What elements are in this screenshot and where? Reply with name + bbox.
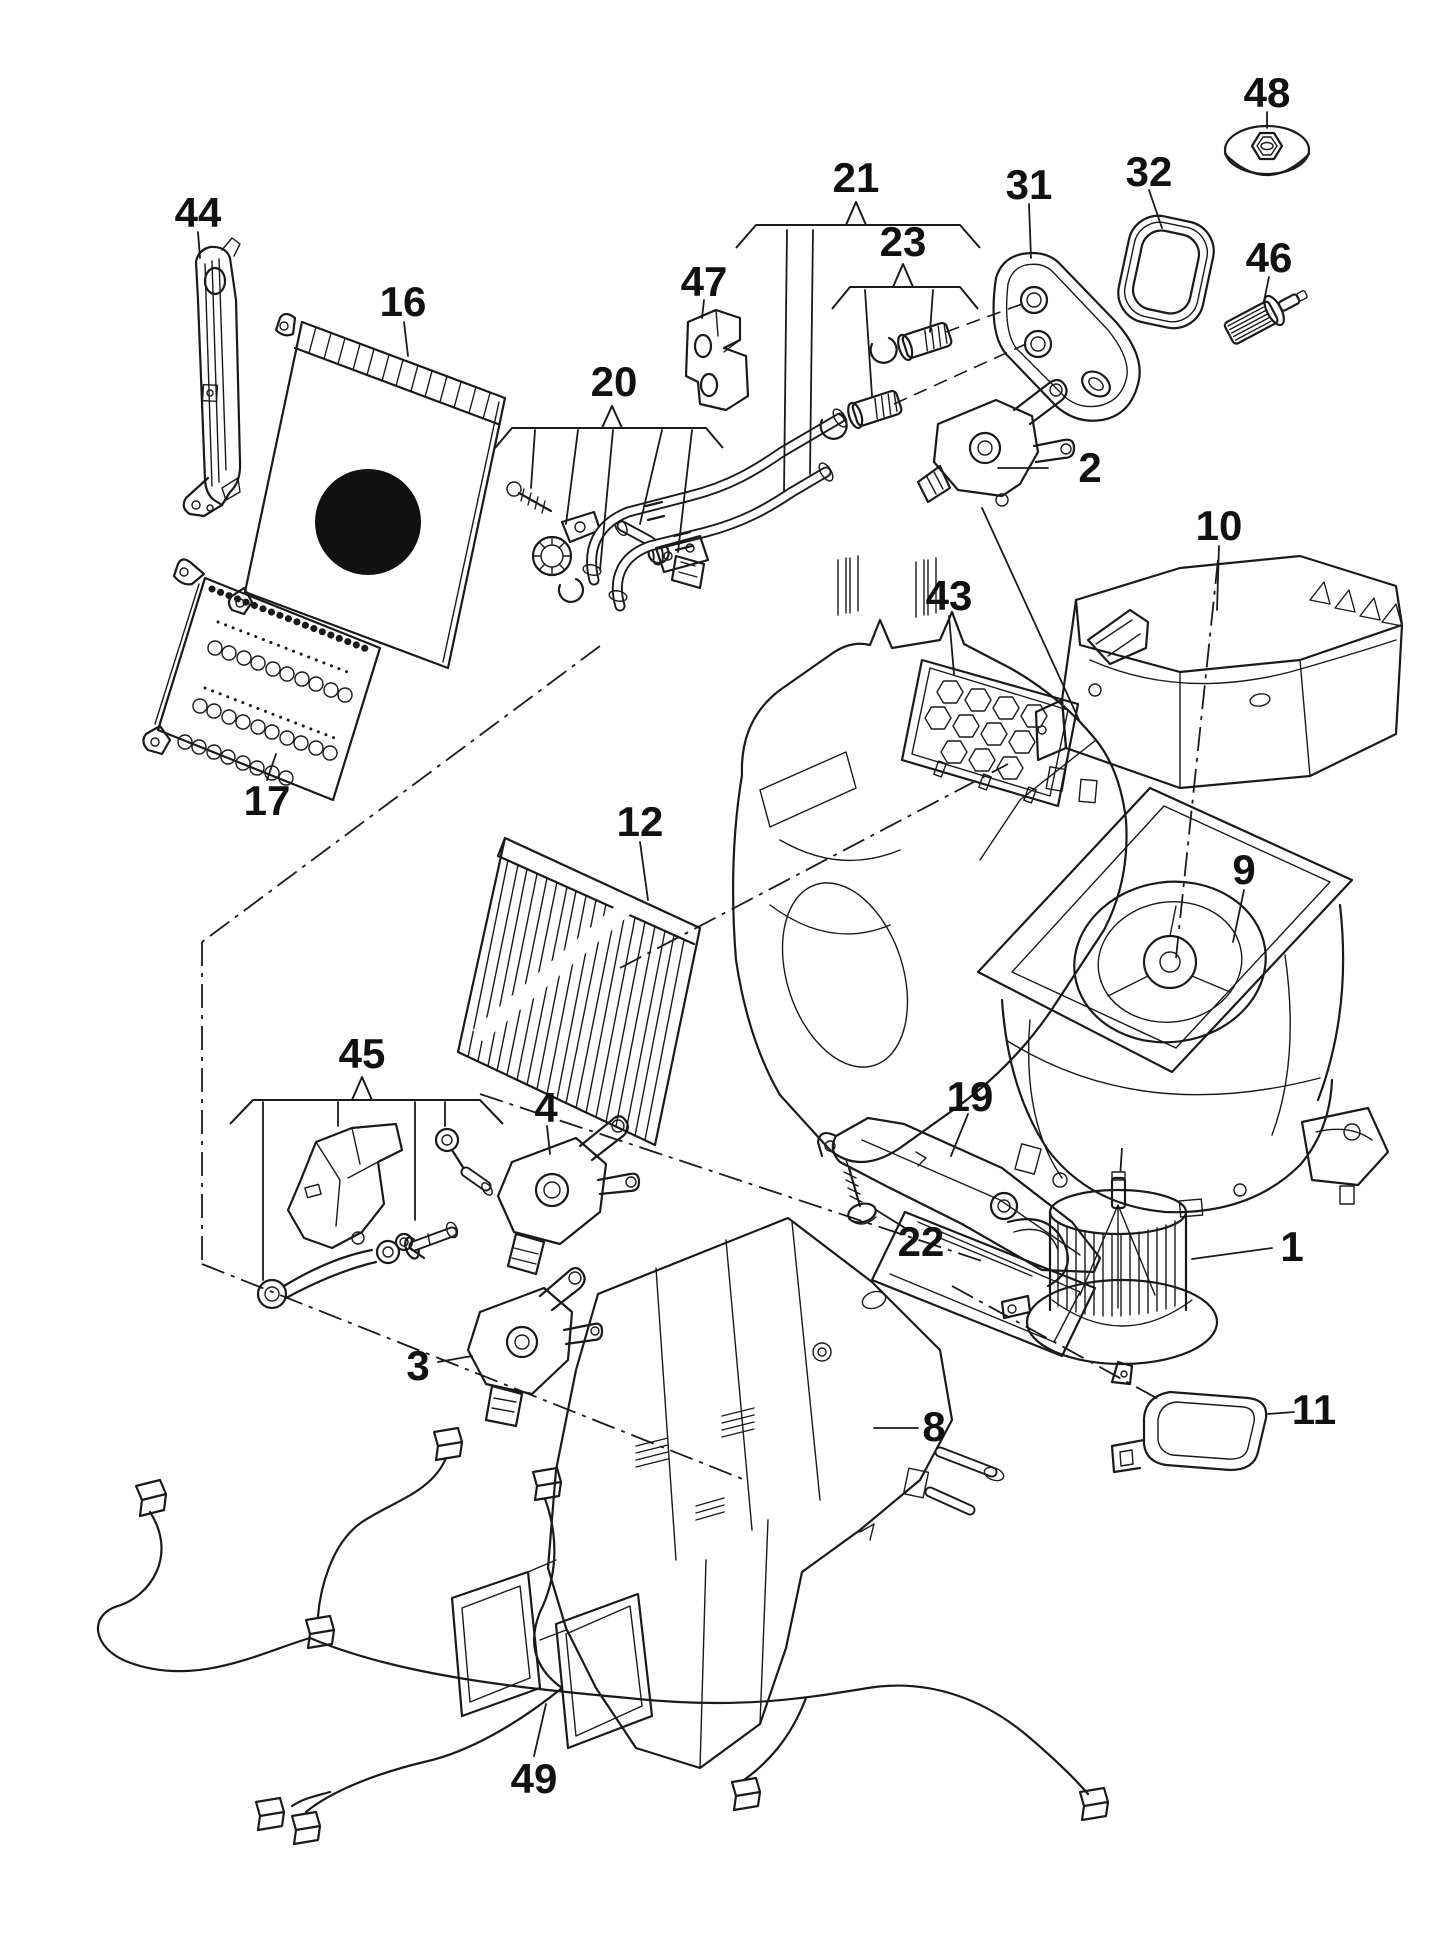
part-label-43: 43 — [926, 572, 973, 619]
part-9-blower-housing — [976, 786, 1390, 1218]
part-label-44: 44 — [175, 189, 222, 236]
part-4-servo-actuator — [496, 1115, 641, 1276]
part-1-blower-motor — [1000, 1171, 1219, 1386]
part-43-honeycomb-grille — [900, 608, 1150, 808]
part-32-seal-ring — [1117, 214, 1215, 330]
part-45-linkage-group — [256, 1122, 493, 1310]
part-label-32: 32 — [1126, 148, 1173, 195]
evaporator-housing — [731, 555, 1128, 1164]
part-8-heater-housing — [450, 1210, 1097, 1770]
part-label-9: 9 — [1232, 846, 1255, 893]
part-label-12: 12 — [617, 798, 664, 845]
part-label-21: 21 — [833, 154, 880, 201]
part-49-wiring-harness — [96, 1426, 1110, 1846]
part-17-heater-core — [142, 558, 382, 802]
part-label-19: 19 — [947, 1073, 994, 1120]
part-label-8: 8 — [922, 1403, 945, 1450]
part-23-coupling-fittings — [819, 303, 1027, 440]
part-12-pollen-filter — [456, 836, 702, 1147]
part-label-49: 49 — [511, 1755, 558, 1802]
part-labels: 44 16 17 47 20 21 23 31 32 48 46 2 10 43… — [175, 69, 1337, 1802]
part-44-retaining-strip — [182, 237, 242, 518]
part-16-evaporator — [227, 312, 507, 670]
part-label-4: 4 — [534, 1084, 558, 1131]
part-label-10: 10 — [1196, 502, 1243, 549]
part-label-17: 17 — [244, 777, 291, 824]
part-label-11: 11 — [1292, 1386, 1336, 1433]
part-2-servo-actuator — [916, 378, 1081, 723]
part-label-16: 16 — [380, 278, 427, 325]
part-21-refrigerant-pipes — [582, 408, 848, 612]
harness-connectors — [134, 1426, 1110, 1846]
part-label-22: 22 — [898, 1218, 945, 1265]
part-label-23: 23 — [880, 218, 927, 265]
part-label-1: 1 — [1280, 1223, 1303, 1270]
part-label-2: 2 — [1078, 444, 1101, 491]
part-46-valve — [1223, 290, 1308, 345]
evaporator-port-disc — [315, 469, 421, 575]
part-19-support-bracket — [816, 1116, 1102, 1274]
part-label-45: 45 — [339, 1030, 386, 1077]
callout-leaders — [197, 111, 1295, 1757]
part-10-air-intake-housing — [1034, 554, 1404, 804]
part-22-screw — [843, 1159, 877, 1225]
part-label-47: 47 — [681, 258, 728, 305]
honeycomb-cells — [924, 680, 1048, 780]
part-label-48: 48 — [1244, 69, 1291, 116]
part-48-grommet — [1223, 124, 1311, 176]
part-31-flange-plate — [992, 251, 1141, 422]
heater-core-holes — [177, 640, 353, 786]
part-11-cover — [1110, 1390, 1268, 1474]
part-label-3: 3 — [406, 1342, 429, 1389]
part-label-31: 31 — [1006, 161, 1053, 208]
part-label-20: 20 — [591, 358, 638, 405]
assembly-axis-lines — [201, 559, 1219, 1481]
part-47-connector-block — [684, 308, 750, 412]
part-label-46: 46 — [1246, 234, 1293, 281]
